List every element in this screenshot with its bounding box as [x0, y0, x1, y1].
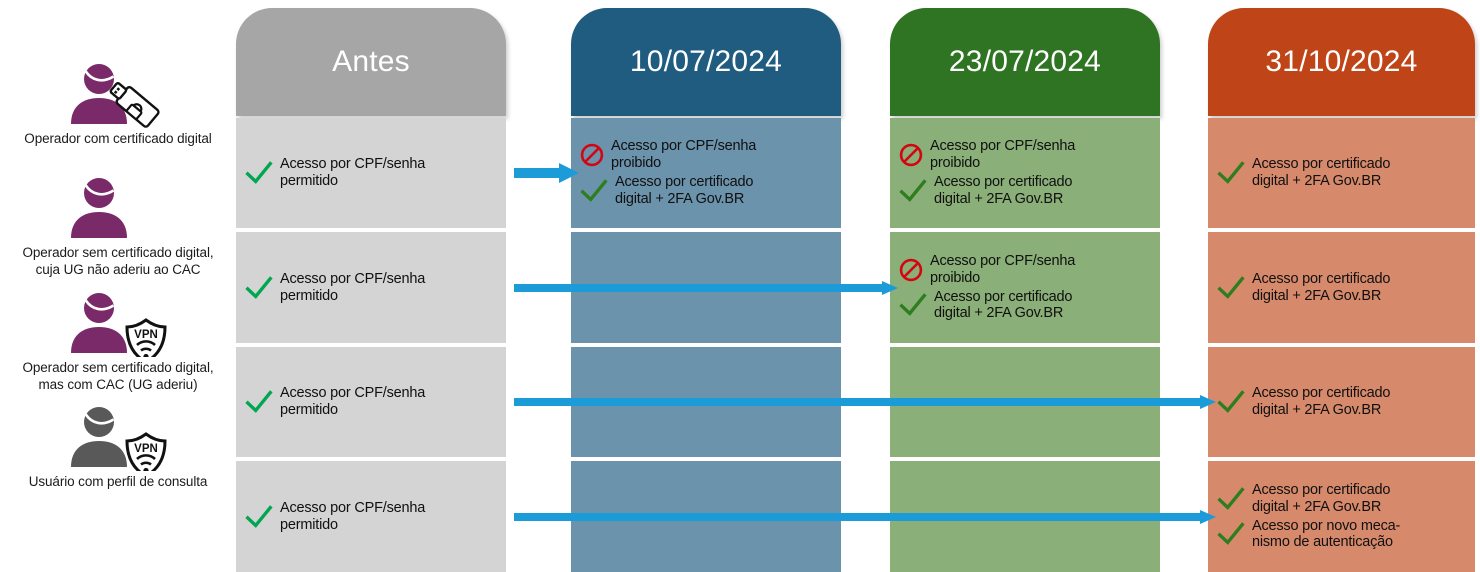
- arrow-shaft: [514, 398, 1200, 406]
- persona-label: Operador sem certificado digital, cuja U…: [22, 245, 214, 278]
- prohibited-icon: [899, 258, 923, 281]
- persona-usuario-consulta: VPN Usuário com perfil de consulta: [0, 403, 236, 572]
- cell-item-text: Acesso por certificado digital + 2FA Gov…: [1252, 156, 1391, 189]
- cell-item: Acesso por CPF/senha permitido: [244, 499, 500, 535]
- prohibited-icon: [899, 143, 923, 167]
- check-icon: [1217, 161, 1245, 184]
- cell-item: Acesso por novo meca- nismo de autentica…: [1216, 517, 1469, 553]
- persona-icon-group: VPN: [43, 289, 193, 357]
- check-icon: [245, 161, 273, 184]
- cell-row-3-antes: Acesso por CPF/senha permitido: [236, 347, 506, 457]
- cell-item: Acesso por CPF/senha proibido: [579, 137, 835, 173]
- cell-row-4-2024-10-31: Acesso por certificado digital + 2FA Gov…: [1208, 461, 1475, 572]
- check-icon: [1217, 390, 1245, 413]
- cell-row-4-antes: Acesso por CPF/senha permitido: [236, 461, 506, 572]
- person-with-vpn-shield-icon: VPN: [71, 293, 167, 357]
- persona-operador-sem-certificado-sem-cac: Operador sem certificado digital, cuja U…: [0, 174, 236, 343]
- check-icon: [245, 390, 273, 413]
- cell-item: Acesso por CPF/senha proibido: [898, 252, 1154, 288]
- cell-row-1-antes: Acesso por CPF/senha permitido: [236, 118, 506, 228]
- transition-arrow-row-1: [514, 163, 579, 183]
- person-with-usb-token-icon: [71, 64, 160, 128]
- cell-row-2-antes: Acesso por CPF/senha permitido: [236, 232, 506, 343]
- check-icon: [245, 275, 273, 299]
- svg-text:VPN: VPN: [134, 443, 158, 455]
- cell-item: Acesso por CPF/senha permitido: [244, 384, 500, 420]
- arrow-shaft: [514, 512, 1200, 521]
- cell-item-text: Acesso por certificado digital + 2FA Gov…: [1252, 385, 1391, 418]
- cell-item: Acesso por certificado digital + 2FA Gov…: [1216, 384, 1469, 420]
- persona-icon-group: [43, 60, 193, 128]
- column-header-label: 10/07/2024: [629, 45, 783, 78]
- transition-arrow-row-3: [514, 395, 1216, 409]
- cell-item-text: Acesso por certificado digital + 2FA Gov…: [1252, 270, 1391, 304]
- cell-item-text: Acesso por certificado digital + 2FA Gov…: [934, 174, 1073, 207]
- cell-row-1-2024-07-10: Acesso por CPF/senha proibido Acesso por…: [571, 118, 841, 228]
- column-header-2024-07-10[interactable]: 10/07/2024: [571, 8, 841, 116]
- cell-item-text: Acesso por CPF/senha permitido: [280, 270, 426, 304]
- cell-item: Acesso por certificado digital + 2FA Gov…: [1216, 481, 1469, 517]
- cell-row-1-2024-10-31: Acesso por certificado digital + 2FA Gov…: [1208, 118, 1475, 228]
- persona-label: Operador com certificado digital: [24, 131, 212, 146]
- column-header-label: Antes: [332, 45, 410, 78]
- persona-operador-com-certificado: Operador com certificado digital: [0, 60, 236, 228]
- cell-item: Acesso por CPF/senha permitido: [244, 270, 500, 306]
- cell-item-text: Acesso por CPF/senha permitido: [280, 499, 426, 533]
- column-header-label: 31/10/2024: [1265, 45, 1418, 78]
- timeline-column-2024-07-23: 23/07/2024 Acesso por CPF/senha proibido…: [890, 0, 1160, 572]
- cell-item: Acesso por CPF/senha proibido: [898, 137, 1154, 173]
- cell-row-2-2024-07-23: Acesso por CPF/senha proibido Acesso por…: [890, 232, 1160, 343]
- persona-icon-group: [43, 174, 193, 242]
- cell-item-text: Acesso por certificado digital + 2FA Gov…: [615, 174, 754, 207]
- cell-item: Acesso por certificado digital + 2FA Gov…: [898, 173, 1154, 209]
- check-icon: [899, 293, 927, 317]
- persona-column: Operador com certificado digital Operado…: [0, 0, 236, 572]
- transition-arrow-row-4: [514, 509, 1216, 524]
- check-icon: [1217, 522, 1245, 546]
- timeline-column-antes: Antes Acesso por CPF/senha permitido Ace…: [236, 0, 506, 572]
- column-header-antes[interactable]: Antes: [236, 8, 506, 116]
- transition-arrow-row-2: [514, 280, 898, 295]
- arrow-head: [1200, 395, 1216, 409]
- column-header-2024-10-31[interactable]: 31/10/2024: [1208, 8, 1475, 116]
- cell-item-text: Acesso por CPF/senha proibido: [611, 138, 757, 172]
- check-icon: [580, 179, 608, 202]
- cell-row-3-2024-10-31: Acesso por certificado digital + 2FA Gov…: [1208, 347, 1475, 457]
- arrow-head: [1200, 509, 1216, 524]
- cell-row-1-2024-07-23: Acesso por CPF/senha proibido Acesso por…: [890, 118, 1160, 228]
- cell-item-text: Acesso por CPF/senha proibido: [930, 138, 1076, 172]
- persona-icon-group: VPN: [43, 403, 193, 471]
- cell-item: Acesso por certificado digital + 2FA Gov…: [579, 173, 835, 209]
- svg-text:VPN: VPN: [134, 329, 158, 341]
- cell-item: Acesso por certificado digital + 2FA Gov…: [1216, 155, 1469, 191]
- cell-item: Acesso por certificado digital + 2FA Gov…: [1216, 270, 1469, 306]
- cell-item: Acesso por CPF/senha permitido: [244, 155, 500, 191]
- person-icon: [71, 178, 127, 238]
- arrow-head: [882, 280, 898, 295]
- persona-label: Operador sem certificado digital, mas co…: [22, 360, 214, 393]
- cell-item-text: Acesso por novo meca- nismo de autentica…: [1252, 517, 1401, 551]
- timeline-column-2024-10-31: 31/10/2024 Acesso por certificado digita…: [1208, 0, 1475, 572]
- cell-item: Acesso por certificado digital + 2FA Gov…: [898, 288, 1154, 324]
- arrow-head: [559, 163, 579, 183]
- arrow-shaft: [514, 283, 882, 292]
- check-icon: [1217, 486, 1245, 510]
- persona-label: Usuário com perfil de consulta: [28, 474, 208, 489]
- persona-operador-sem-certificado-com-cac: VPN Operador sem certificado digital, ma…: [0, 289, 236, 457]
- cell-item-text: Acesso por CPF/senha permitido: [280, 156, 426, 189]
- check-icon: [1217, 275, 1245, 299]
- arrow-shaft: [514, 168, 559, 178]
- column-header-2024-07-23[interactable]: 23/07/2024: [890, 8, 1160, 116]
- person-with-vpn-shield-icon: VPN: [71, 407, 167, 471]
- check-icon: [245, 504, 273, 528]
- prohibited-icon: [580, 143, 604, 167]
- cell-item-text: Acesso por certificado digital + 2FA Gov…: [934, 288, 1073, 322]
- cell-item-text: Acesso por CPF/senha proibido: [930, 252, 1076, 286]
- check-icon: [899, 179, 927, 202]
- column-header-label: 23/07/2024: [948, 45, 1102, 78]
- cell-row-2-2024-10-31: Acesso por certificado digital + 2FA Gov…: [1208, 232, 1475, 343]
- cell-item-text: Acesso por CPF/senha permitido: [280, 385, 426, 418]
- cell-item-text: Acesso por certificado digital + 2FA Gov…: [1252, 481, 1391, 515]
